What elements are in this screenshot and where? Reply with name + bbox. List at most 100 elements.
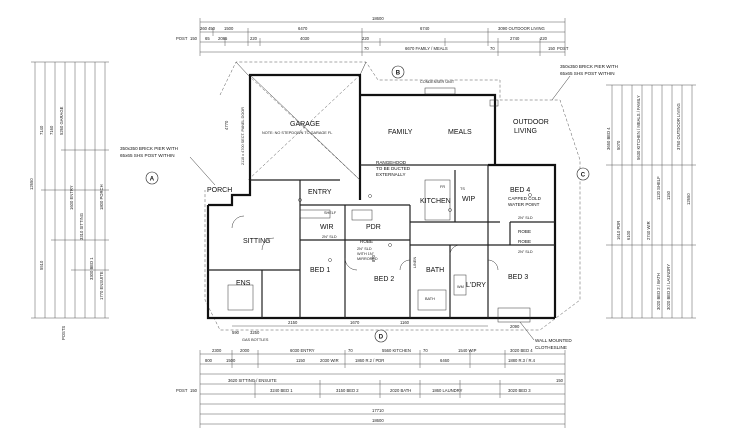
- dim-right-r10: 6100: [626, 230, 631, 240]
- note-pier-right-1: 350x350 BRICK PIER WITH: [560, 64, 618, 69]
- dim-left-l5: 1600 ENTRY: [69, 185, 74, 210]
- dim-bot-total-inner: 17710: [372, 408, 384, 413]
- grid-bubble-c: C: [576, 167, 590, 181]
- svg-text:B: B: [396, 71, 401, 77]
- dim-bot-b1h: 3020 BED 4: [510, 348, 533, 353]
- room-bed2: BED 2: [374, 276, 394, 283]
- garage-note: NOTE: NO STEPDOWN TO GARAGE FL: [262, 131, 332, 135]
- dim-top-r2g: 220: [540, 36, 548, 41]
- dim-bot-total: 18600: [372, 418, 384, 423]
- dim-top-post: POST: [176, 36, 188, 41]
- dim-right-r7: 3020 BED 2 / BATH: [656, 273, 661, 310]
- dim-mid-m4: 1160: [400, 320, 410, 325]
- dim-left-l10: 1770 ENSUITE: [99, 271, 104, 300]
- dim-bot-b1b: 2000: [240, 348, 250, 353]
- dim-bot-b1d: 70: [348, 348, 353, 353]
- left-dimension-strings: 12650 7140 7160 5260 GARAGE 1600 ENTRY 3…: [29, 61, 109, 340]
- note-garage-door: 2110 x 4700 SECT. PANEL DOOR: [241, 107, 245, 165]
- note-rangehood-3: EXTERNALLY: [376, 172, 406, 177]
- note-sld-a: 2N" SLD: [518, 216, 533, 220]
- dim-bot-b2f: 6460: [440, 358, 450, 363]
- dim-bot-b2g: 1880 R.3 / R.4: [508, 358, 536, 363]
- label-shelf: SHELF: [324, 211, 337, 215]
- note-linen: LINEN: [413, 257, 417, 268]
- room-meals: MEALS: [448, 129, 472, 136]
- note-sld-b: 2N" SLD: [518, 250, 533, 254]
- right-dimension-strings: 3650 BED 4 5630 KITCHEN / MEALS / FAMILY…: [606, 84, 696, 319]
- note-condenser: CONDENSER UNIT: [420, 80, 455, 84]
- dim-mid-m6: 590: [232, 330, 240, 335]
- note-capped-2: WATER POINT: [508, 202, 540, 207]
- dim-right-r5: 5070: [616, 140, 621, 150]
- dim-left-l7: 3300 BED 1: [89, 257, 94, 280]
- dim-mid-m1: 3250: [250, 330, 260, 335]
- room-bed4: BED 4: [510, 187, 530, 194]
- room-entry: ENTRY: [308, 189, 332, 196]
- dim-left-l8: 5510: [39, 260, 44, 270]
- note-pier-left-1: 350x350 BRICK PIER WITH: [120, 146, 178, 151]
- dim-top-s3: 1500: [224, 26, 234, 31]
- dim-bot-b2b: 1500: [226, 358, 236, 363]
- fixtures: [227, 74, 532, 323]
- note-pier-right-2: 65x65 SHS POST WITHIN: [560, 71, 615, 76]
- top-dimension-strings: 18600 260 450 1500 6470 6740 3090 OUTDOO…: [176, 16, 569, 56]
- svg-text:D: D: [379, 335, 384, 341]
- dim-overall-top: 18600: [372, 16, 384, 21]
- dim-bot-b3b: 150: [556, 378, 564, 383]
- dim-top-r2a: 65: [205, 36, 210, 41]
- dim-top-r2d: 4030: [300, 36, 310, 41]
- dim-top-r2e: 220: [362, 36, 370, 41]
- dim-bot-b1g: 1540 WIP: [458, 348, 477, 353]
- dim-bot-b3a: 3620 SITTING / ENSUITE: [228, 378, 277, 383]
- dim-left-l4: 5260 GARAGE: [59, 106, 64, 135]
- dim-right-r12: 1150: [666, 190, 671, 200]
- note-gas-bottles: GAS BOTTLES: [242, 338, 269, 342]
- note-rangehood-1: RANGEHOOD: [376, 160, 407, 165]
- room-bath: BATH: [426, 267, 444, 274]
- dim-left-posts: POSTS: [61, 326, 66, 340]
- dim-top-s5: 6740: [420, 26, 430, 31]
- room-ens: ENS: [236, 280, 251, 287]
- note-mirrored-1: 2N" SLD: [357, 247, 372, 251]
- label-robe-b: ROBE: [518, 229, 531, 234]
- room-garage: GARAGE: [290, 121, 320, 128]
- dim-right-r4: 12650: [686, 193, 691, 205]
- note-clothesline-1: WALL MOUNTED: [535, 338, 572, 343]
- dim-mid-m2: 2150: [288, 320, 298, 325]
- note-ts: TS: [460, 187, 465, 191]
- dim-left-l6: 3310 SITTING: [79, 213, 84, 240]
- bottom-dimension-strings: 2300 2000 6030 ENTRY 70 5560 KITCHEN 70 …: [176, 348, 566, 428]
- dim-top-post-value: 150: [190, 36, 198, 41]
- grid-bubble-b: B: [391, 65, 405, 79]
- svg-text:A: A: [150, 177, 155, 183]
- room-ldry: L'DRY: [466, 282, 486, 289]
- dim-right-r1: 3650 BED 4: [606, 127, 611, 150]
- dim-bot-b2e: 1860 R.2 / PDR: [355, 358, 384, 363]
- dim-mid-m5: 2090: [510, 324, 520, 329]
- dim-top-s2: 450: [208, 26, 216, 31]
- dim-top-post-right: POST: [557, 46, 569, 51]
- dim-right-r8: 1610 PDR: [616, 221, 621, 240]
- dim-bot-b1e: 5560 KITCHEN: [382, 348, 411, 353]
- dim-top-s6: 3090 OUTDOOR LIVING: [498, 26, 545, 31]
- grid-bubble-a: A: [145, 171, 159, 185]
- note-capped-1: CAPPED COLD: [508, 196, 542, 201]
- room-porch: PORCH: [207, 187, 232, 194]
- internal-walls: [208, 164, 555, 318]
- note-pier-left-2: 65x65 SHS POST WITHIN: [120, 153, 175, 158]
- annotations: 350x350 BRICK PIER WITH 65x65 SHS POST W…: [120, 64, 618, 350]
- dim-bot-b1f: 70: [423, 348, 428, 353]
- room-bed1: BED 1: [310, 267, 330, 274]
- note-sld-c: 2N" SLD: [322, 235, 337, 239]
- label-robe-a: ROBE: [360, 239, 373, 244]
- dim-right-r6: 3020 BED 3 / LAUNDRY: [666, 264, 671, 310]
- note-clothesline-2: CLOTHESLINE: [535, 345, 567, 350]
- dim-bot-b1a: 2300: [212, 348, 222, 353]
- dim-bot-post-value: 150: [190, 388, 198, 393]
- dim-top-r2b: 2085: [218, 36, 228, 41]
- dim-top-r2f: 2740: [510, 36, 520, 41]
- dim-top-r3d: 150: [548, 46, 556, 51]
- dim-left-l1: 12650: [29, 178, 34, 190]
- note-fridge: FR: [440, 185, 445, 189]
